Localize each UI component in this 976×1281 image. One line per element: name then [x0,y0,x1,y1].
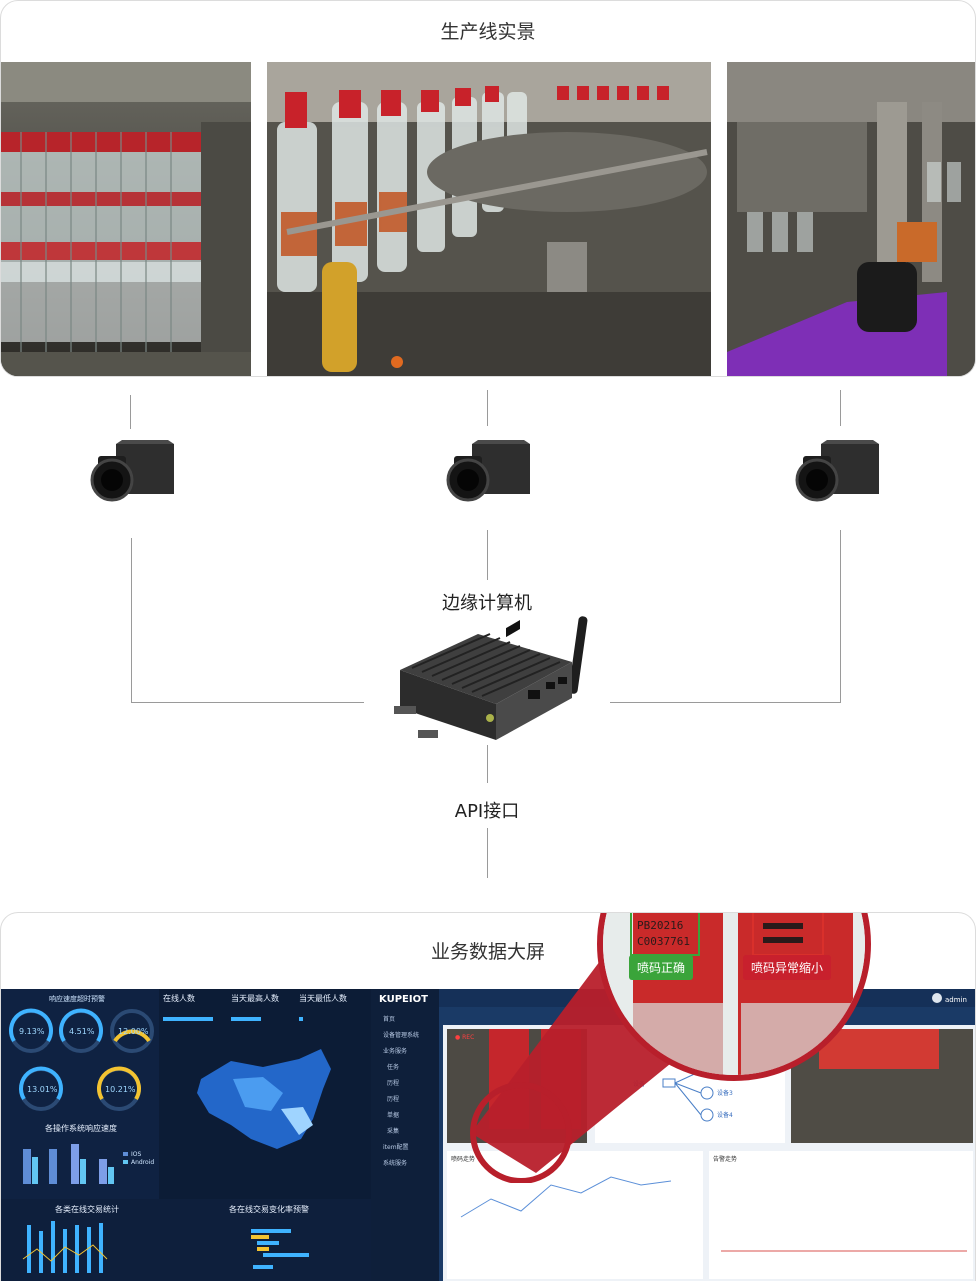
edge-computer-label: 边缘计算机 [442,593,532,614]
gauge-value-5: 10.21% [105,1085,136,1094]
svg-text:历程: 历程 [387,1095,399,1103]
camera-icon [446,440,530,502]
print-code-line1: PB20216 [637,919,683,932]
svg-text:任务: 任务 [387,1063,399,1071]
connector-right-horizontal [610,702,841,703]
camera-icon [90,440,174,502]
print-code-line2: C0037761 [637,935,690,948]
production-line-title: 生产线实景 [440,21,536,43]
svg-text:业务服务: 业务服务 [383,1047,407,1055]
gauge-value-4: 13.01% [27,1085,58,1094]
connector-camera-left-top [130,395,131,429]
svg-text:单据: 单据 [387,1111,399,1119]
api-label: API接口 [454,801,520,822]
dashboard-title: 业务数据大屏 [430,941,545,963]
edge-computer-device [378,612,598,752]
svg-text:当天最低人数: 当天最低人数 [299,993,347,1003]
svg-text:各类在线交易统计: 各类在线交易统计 [55,1204,119,1214]
gauge-value-3: 12.00% [118,1027,149,1036]
svg-text:在线人数: 在线人数 [163,993,195,1003]
bottle-rotary-labeler-photo [267,62,711,376]
industrial-camera-left [86,440,178,508]
svg-text:历程: 历程 [387,1079,399,1087]
camera-icon [795,440,879,502]
print-ok-tag: 喷码正确 [629,955,694,980]
svg-text:设备4: 设备4 [717,1111,733,1119]
gauge-value-1: 9.13% [19,1027,45,1036]
svg-text:采集: 采集 [387,1127,399,1135]
svg-text:喷码走势: 喷码走势 [451,1155,475,1163]
os-response-title: 各操作系统响应速度 [45,1123,117,1133]
connector-api-to-screen [487,828,488,878]
connector-camera-right-top [840,390,841,426]
svg-text:告警走势: 告警走势 [713,1155,737,1163]
rec-text: ● REC [455,1034,474,1041]
svg-text:设备3: 设备3 [717,1089,733,1097]
connector-camera-center-down [487,530,488,580]
production-line-panel: 生产线实景 [0,0,976,377]
connector-edge-to-api [487,745,488,783]
connector-left-horizontal [131,702,364,703]
svg-text:admin: admin [945,996,967,1004]
print-abnormal-tag: 喷码异常缩小 [743,955,832,980]
gauge-value-2: 4.51% [69,1027,95,1036]
edge-computer-icon [394,616,588,740]
industrial-camera-right [791,440,883,508]
bottle-conveyor-photo [1,62,251,376]
brand-text: KUPEIOT [379,994,428,1005]
response-timeout-title: 响应速度超时预警 [49,994,105,1003]
svg-text:系统服务: 系统服务 [383,1159,407,1167]
svg-text:当天最高人数: 当天最高人数 [231,993,279,1003]
svg-text:IOS: IOS [131,1151,141,1158]
connector-camera-right-down [840,530,841,702]
dark-dashboard-screenshot: 响应速度超时预警 9.13% 4.51% 12.00% 13.01% 10.21… [1,989,371,1281]
svg-text:各在线交易变化率预警: 各在线交易变化率预警 [229,1204,309,1214]
industrial-camera-center [442,440,534,508]
svg-text:设备管理系统: 设备管理系统 [383,1031,419,1039]
connector-camera-left-down [131,538,132,702]
bottle-capper-photo [727,62,975,376]
connector-camera-center-top [487,390,488,426]
dashboard-panel: 业务数据大屏 响应速度超时预警 9.13% 4.51% 12.00% 13.01… [0,912,976,1281]
svg-text:Android: Android [131,1159,154,1166]
svg-text:首页: 首页 [383,1015,395,1023]
svg-text:item配置: item配置 [383,1144,409,1151]
